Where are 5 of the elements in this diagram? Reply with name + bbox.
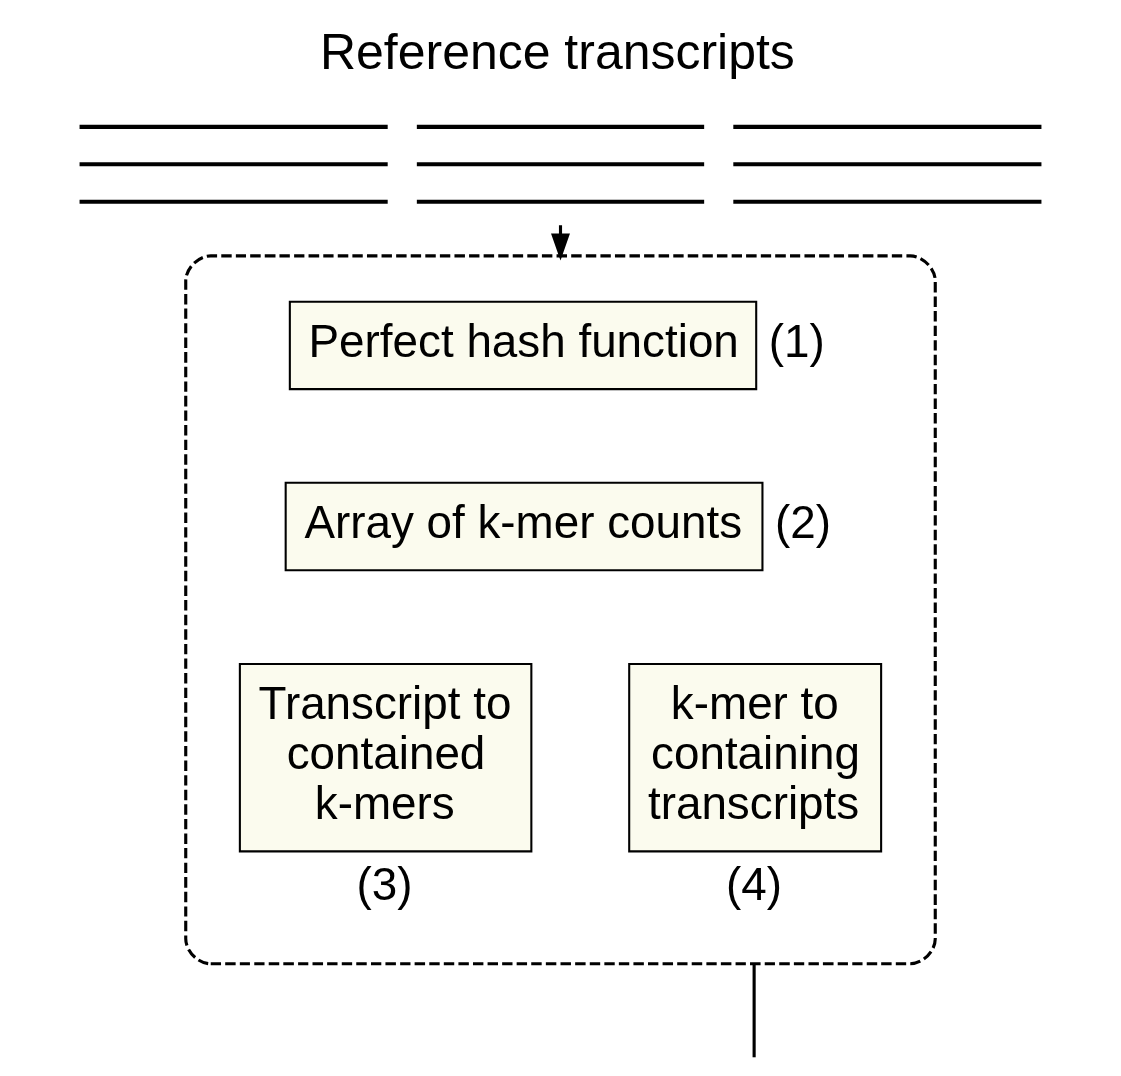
node-label: (2) bbox=[774, 497, 831, 549]
node-label: (1) bbox=[768, 316, 825, 368]
node-label: (4) bbox=[726, 859, 782, 911]
node-label: (3) bbox=[356, 859, 413, 911]
node-text: Reference transcripts bbox=[320, 23, 795, 80]
